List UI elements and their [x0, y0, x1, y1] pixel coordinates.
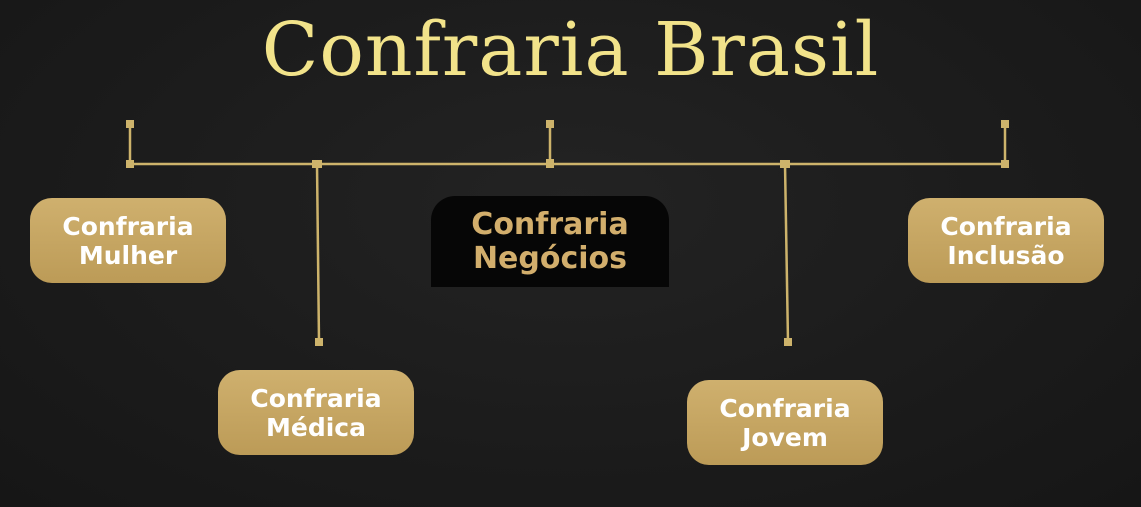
- diagram-title: Confraria Brasil: [261, 7, 880, 93]
- junction-marker: [1001, 120, 1009, 128]
- node-label-line1: Confraria: [62, 211, 194, 241]
- junction-marker: [315, 338, 323, 346]
- node-label-line2: Negócios: [472, 240, 628, 276]
- node-confraria-medica: Confraria Médica: [218, 370, 414, 455]
- node-label-line1: Confraria: [719, 393, 851, 423]
- junction-marker: [1001, 160, 1009, 168]
- junction-marker: [312, 160, 322, 168]
- node-confraria-negocios: Confraria Negócios: [431, 196, 669, 287]
- junction-marker: [784, 338, 792, 346]
- node-confraria-inclusao: Confraria Inclusão: [908, 198, 1104, 283]
- junction-marker: [546, 120, 554, 128]
- node-confraria-jovem: Confraria Jovem: [687, 380, 883, 465]
- node-label-line2: Inclusão: [947, 240, 1065, 270]
- node-label-line2: Médica: [266, 412, 366, 442]
- junction-marker: [126, 160, 134, 168]
- junction-marker: [546, 159, 554, 168]
- node-label-line1: Confraria: [250, 383, 382, 413]
- node-label-line2: Mulher: [78, 240, 178, 270]
- branch-jovem: [783, 163, 790, 343]
- branch-medica: [315, 163, 321, 343]
- junction-marker: [780, 160, 790, 168]
- node-label-line1: Confraria: [471, 206, 629, 242]
- junction-marker: [126, 120, 134, 128]
- node-label-line1: Confraria: [940, 211, 1072, 241]
- node-confraria-mulher: Confraria Mulher: [30, 198, 226, 283]
- node-label-line2: Jovem: [742, 422, 828, 452]
